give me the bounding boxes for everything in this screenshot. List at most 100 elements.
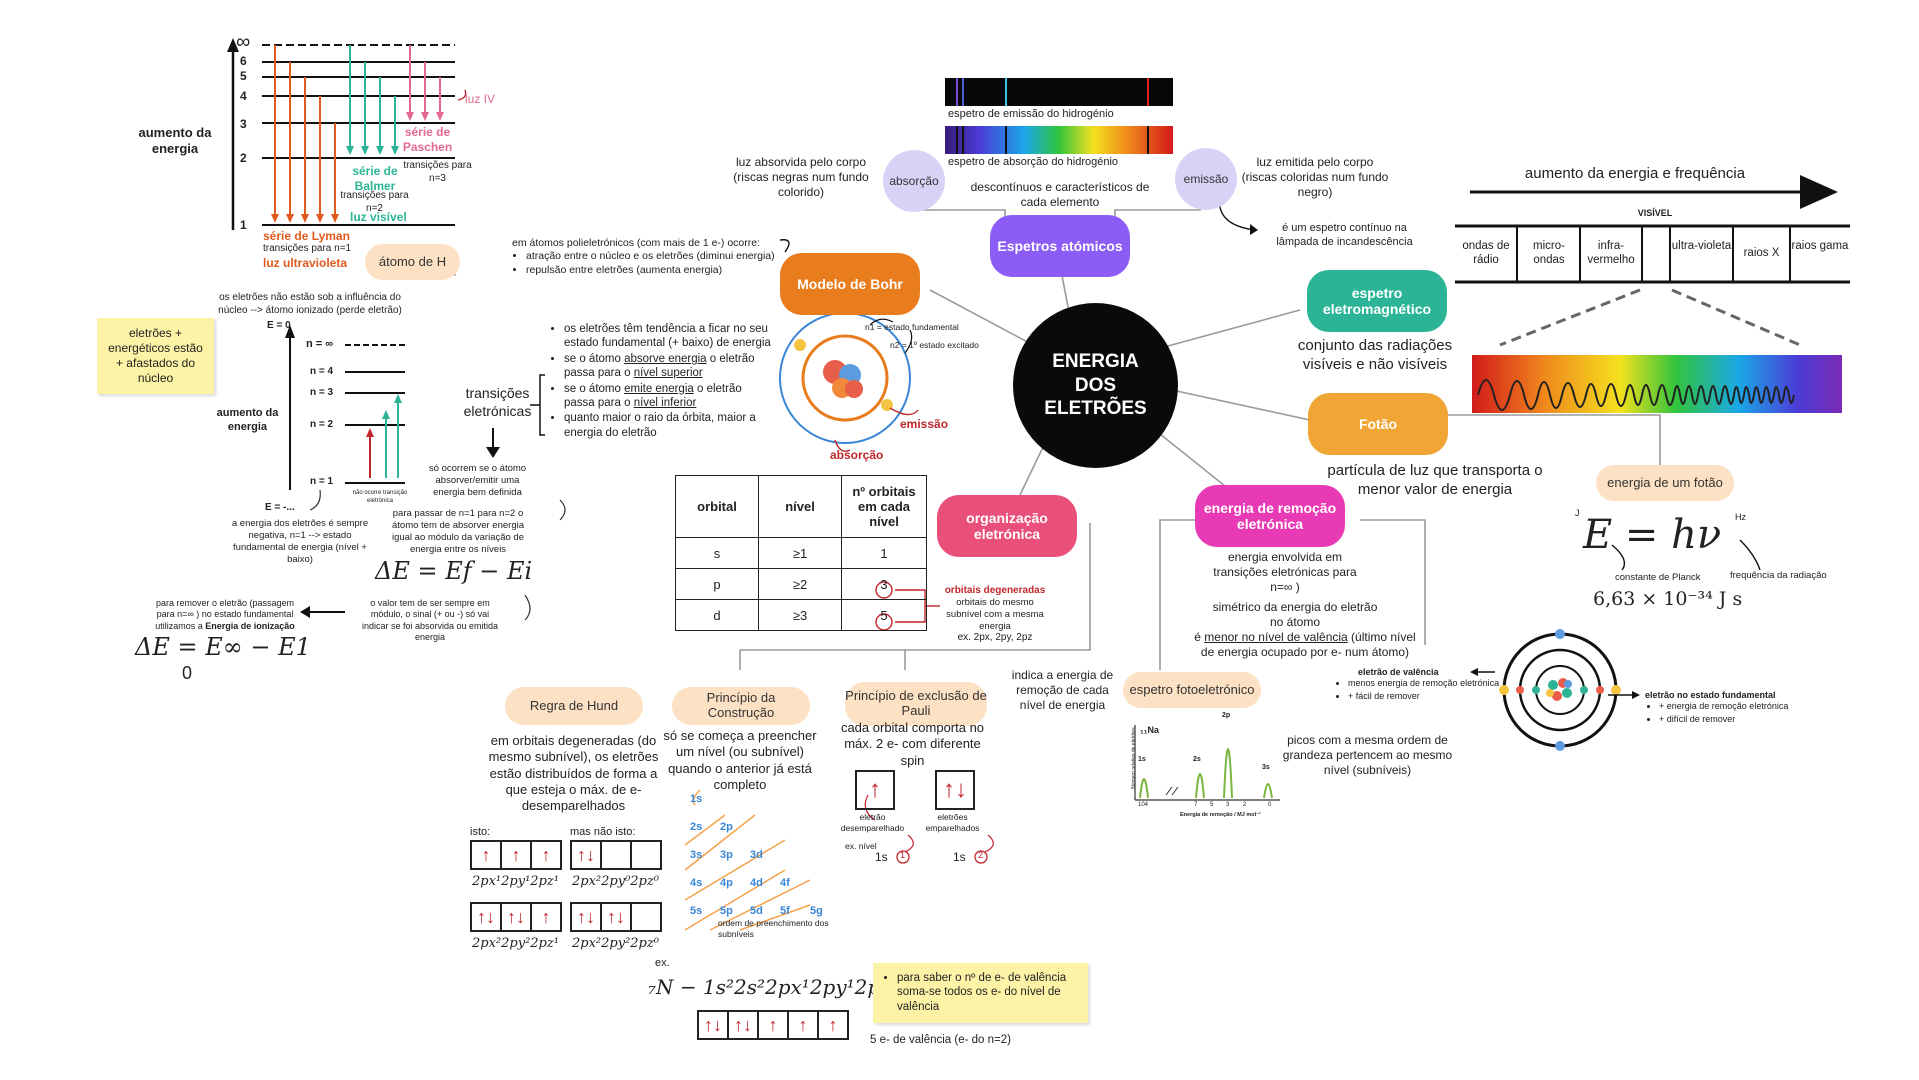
emission-spectrum-image	[945, 78, 1173, 106]
pes-ylabel: Número relativo de eletrões	[1130, 727, 1137, 789]
pes-peak-2p: 2p	[1222, 712, 1231, 719]
orbital-cell-pair: ↑↓	[472, 904, 502, 930]
pauli-two: 2	[978, 850, 984, 860]
desc-luz-emitida: luz emitida pelo corpo (riscas coloridas…	[1241, 155, 1389, 199]
node-atomo-h: átomo de H	[365, 244, 460, 280]
circle-emissao: emissão	[1175, 148, 1237, 210]
level-4: 4	[240, 89, 247, 103]
orbital-cell: p	[675, 568, 759, 600]
node-principio-construcao: Princípio da Construção	[672, 687, 810, 725]
pes-xtick-0: 0	[1268, 802, 1272, 808]
level-5: 5	[240, 69, 247, 83]
center-title-line1: ENERGIA	[1052, 350, 1139, 372]
band-ultra: ultra-violeta	[1671, 240, 1732, 252]
desc-picos: picos com a mesma ordem de grandeza pert…	[1282, 733, 1453, 777]
valencia-1: menos energia de remoção eletrónica	[1348, 678, 1513, 689]
unit-j: J	[1575, 508, 1580, 518]
pes-peak-1s: 1s	[1138, 756, 1146, 763]
pauli-emp: eletrões emparelhados	[925, 812, 980, 833]
label-n3: n = 3	[310, 387, 334, 398]
hund-mas: mas não isto:	[570, 826, 636, 838]
bohr-n2-label: n2 = 1º estado excitado	[890, 340, 979, 350]
hund-config-2: 2px²2py⁰2pz⁰	[572, 874, 659, 889]
pes-element: ₁₁Na	[1140, 725, 1159, 735]
label-trans-n1: transições para n=1	[263, 243, 352, 254]
desc-continuo: é um espetro contínuo na lâmpada de inca…	[1276, 222, 1413, 248]
hund-config-1: 2px¹2py¹2pz¹	[472, 874, 559, 889]
fundamental-title: eletrão no estado fundamental	[1645, 690, 1776, 700]
hund-isto: isto:	[470, 826, 491, 838]
circle-absorcao: absorção	[883, 150, 945, 212]
bohr-poli-title: em átomos polieletrónicos (com mais de 1…	[512, 237, 761, 249]
level-inf: ∞	[236, 31, 251, 53]
pauli-ex: ex. nível	[845, 841, 877, 851]
orbital-cell-pair: ↑↓	[572, 904, 602, 930]
orbital-th-orbital: orbital	[675, 475, 759, 538]
valencia-2: + fácil de remover	[1348, 691, 1513, 702]
orbital-cell: d	[675, 599, 759, 631]
orbital-th-num: nº orbitais em cada nível	[841, 475, 927, 538]
formula-delta-e: ΔE = Ef − Ei	[375, 557, 533, 585]
note-remover-bold: Energia de ionização	[205, 620, 295, 631]
bohr-emissao-label: emissão	[900, 417, 949, 431]
menor-a: é	[1194, 630, 1205, 644]
orbital-cell-up: ↑	[789, 1012, 819, 1038]
pes-xtick-2: 2	[1243, 802, 1247, 808]
node-espetro-fotoeletronico: espetro fotoeletrónico	[1123, 672, 1261, 708]
desc-luz-absorvida: luz absorvida pelo corpo (riscas negras …	[733, 155, 869, 199]
note-valor-modulo: o valor tem de ser sempre em módulo, o s…	[361, 598, 499, 642]
label-n1: n = 1	[310, 476, 334, 487]
desc-conjunto-radiacoes: conjunto das radiações visíveis e não vi…	[1297, 337, 1453, 373]
orbital-cell-up: ↑	[502, 842, 532, 868]
bohr-poli-b2: repulsão entre eletrões (aumenta energia…	[526, 264, 792, 277]
sticky-valencia-text: para saber o nº de e- de valência soma-s…	[897, 971, 1078, 1014]
construcao-desc: só se começa a preencher um nível (ou su…	[663, 728, 817, 792]
band-raios-gama: raios gama	[1791, 240, 1849, 252]
hund-config-3: 2px²2py²2pz¹	[472, 936, 559, 951]
ionization-diagram	[285, 325, 405, 511]
hund-config-4: 2px²2py²2pz⁰	[572, 936, 659, 951]
desc-remocao: energia envolvida em transições eletróni…	[1213, 550, 1357, 594]
label-balmer: série de Balmer	[352, 164, 398, 193]
orbital-cell-up: ↑	[541, 844, 551, 865]
fundamental-block: eletrão no estado fundamental + energia …	[1645, 690, 1845, 726]
pes-xtick-7: 7	[1194, 802, 1198, 808]
orbital-cell: 1	[841, 537, 927, 569]
pauli-1s-a: 1s	[875, 850, 888, 864]
orbital-cell-empty	[602, 842, 632, 868]
orbital-cell-pair: ↑↓	[572, 842, 602, 868]
label-absorcao-espetro: espetro de absorção do hidrogénio	[948, 156, 1119, 168]
label-trans-n2: transições para n=2	[340, 190, 409, 214]
node-principio-pauli: Princípio de exclusão de Pauli	[845, 682, 987, 726]
orbital-box-nitrogen: ↑↓↑↓ ↑↑↑	[697, 1010, 849, 1040]
unit-hz: Hz	[1735, 512, 1746, 522]
band-radio: ondas de rádio	[1462, 240, 1510, 267]
bohr-polieletronicos: em átomos polieletrónicos (com mais de 1…	[512, 237, 792, 278]
menor-b: menor no nível de valência	[1204, 630, 1348, 644]
orbital-cell: s	[675, 537, 759, 569]
orbital-box-hund-4: ↑↓↑↓	[570, 902, 662, 932]
bohr-bullet-2: se o átomo absorve energia o eletrão pas…	[564, 352, 775, 381]
orbital-cell-up: ↑	[759, 1012, 789, 1038]
orbital-cell-pair: ↑↓	[502, 904, 532, 930]
label-emissao-espetro: espetro de emissão do hidrogénio	[948, 108, 1114, 120]
center-title-line3: ELETRÕES	[1044, 398, 1147, 420]
construcao-ordem: ordem de preenchimento dos subníveis	[718, 918, 829, 939]
hund-desc: em orbitais degeneradas (do mesmo subnív…	[488, 733, 659, 813]
pes-xlabel: Energia de remoção / MJ mol⁻¹	[1180, 812, 1261, 818]
menor-c: (último nível de energia ocupado por e- …	[1200, 630, 1416, 659]
bohr-atom-illustration	[779, 312, 919, 452]
level-2: 2	[240, 151, 247, 165]
pauli-desemp: eletrão desemparelhado	[840, 812, 905, 833]
orbital-cell-pair: ↑↓	[602, 904, 632, 930]
band-infra: infra-vermelho	[1587, 240, 1635, 267]
label-paschen: série de Paschen	[402, 125, 453, 154]
orbital-cell: ≥1	[758, 537, 842, 569]
bohr-poli-b1: atração entre o núcleo e os eletrões (di…	[526, 250, 792, 263]
label-ninf: n = ∞	[306, 338, 334, 350]
nitrogen-ex: ex.	[655, 957, 670, 969]
fundamental-1: + energia de remoção eletrónica	[1659, 701, 1845, 712]
note-para-passar: para passar de n=1 para n=2 o átomo tem …	[391, 508, 525, 555]
